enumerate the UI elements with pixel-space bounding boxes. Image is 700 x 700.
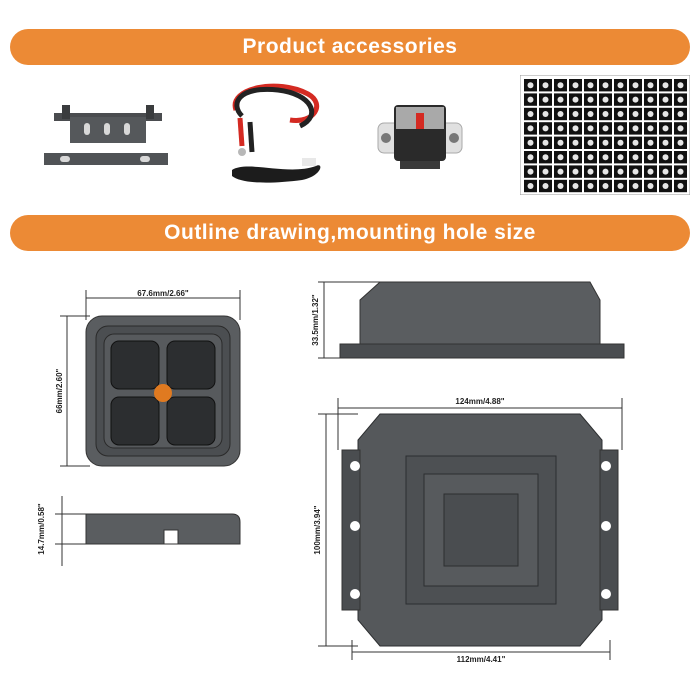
- label-sticker-sheet-icon: [520, 75, 690, 195]
- panel-width-label: 67.6mm/2.66": [137, 289, 189, 298]
- product-accessories-title: Product accessories: [242, 35, 458, 58]
- switch-panel-front-view: [85, 315, 241, 467]
- switch-panel-side-view: [85, 513, 241, 545]
- box-bottom-width-label: 112mm/4.41": [457, 655, 506, 664]
- panel-depth-label: 14.7mm/0.58": [37, 503, 46, 555]
- panel-height-label: 66mm/2.60": [55, 368, 64, 413]
- outline-drawing-banner: Outline drawing,mounting hole size: [10, 215, 690, 251]
- control-box-top-view: [341, 413, 619, 647]
- box-height-label: 33.5mm/1.32": [311, 294, 320, 346]
- control-box-side-view: [339, 281, 625, 359]
- product-accessories-banner: Product accessories: [10, 29, 690, 65]
- outline-drawing: 67.6mm/2.66" 66mm/2.60" 14.7mm/0.58" 33.…: [37, 281, 625, 664]
- box-top-width-label: 124mm/4.88": [455, 397, 504, 406]
- outline-drawing-title: Outline drawing,mounting hole size: [164, 221, 536, 244]
- circuit-breaker-icon: [377, 105, 463, 169]
- box-depth-label: 100mm/3.94": [313, 505, 322, 554]
- power-cable-icon: [232, 83, 321, 183]
- brand-logo-icon: [154, 384, 172, 402]
- mounting-bracket-icon: [44, 105, 168, 165]
